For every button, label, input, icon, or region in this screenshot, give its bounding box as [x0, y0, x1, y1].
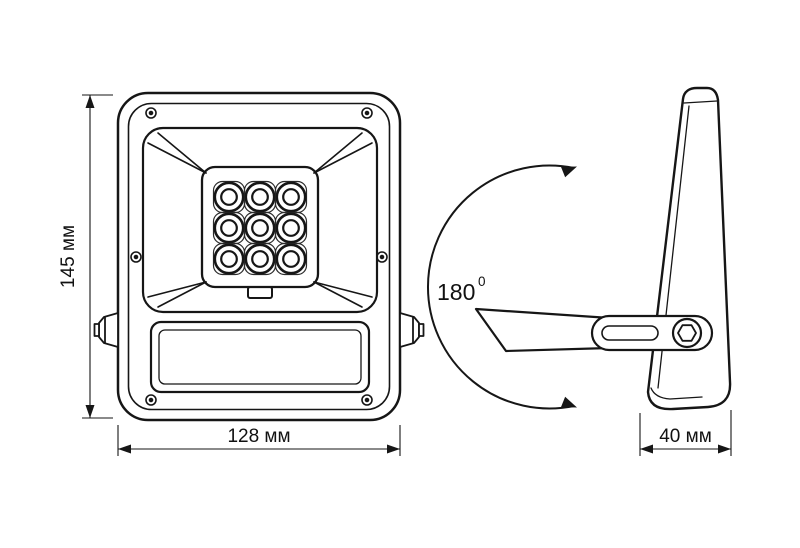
- arrowhead-up: [85, 95, 95, 108]
- pivot-bolt-hex-nut: [677, 324, 697, 342]
- screw: [361, 394, 373, 406]
- led: [212, 180, 246, 214]
- arrowhead-left: [118, 444, 131, 454]
- rotation-angle-superscript: 0: [478, 274, 486, 289]
- glass-frame: [141, 126, 379, 314]
- arc-arrowhead-bottom: [561, 396, 577, 408]
- led-grid: [212, 180, 308, 276]
- side-top-edge: [683, 100, 718, 104]
- front-inner-housing: [127, 102, 391, 411]
- arrowhead-right: [718, 444, 731, 454]
- led: [212, 242, 246, 276]
- front-view: [93, 91, 425, 422]
- screw: [145, 394, 157, 406]
- label-panel-outer: [149, 320, 371, 394]
- arrowhead-right: [387, 444, 400, 454]
- arc-path: [427, 164, 575, 410]
- arrowhead-down: [85, 405, 95, 418]
- width-dimension-label: 128 мм: [227, 426, 290, 447]
- led: [274, 211, 308, 245]
- depth-dimension: [639, 410, 732, 456]
- height-dimension: [82, 94, 113, 419]
- side-bottom-contour: [650, 387, 703, 400]
- led: [243, 242, 277, 276]
- rotation-angle-label: 180: [437, 279, 475, 305]
- left-pivot-knob: [93, 312, 119, 348]
- arrowhead-left: [640, 444, 653, 454]
- bracket-slot: [601, 325, 659, 341]
- side-body: [646, 86, 732, 411]
- screw: [361, 107, 373, 119]
- module-connector: [247, 286, 273, 299]
- arc-arrowhead-top: [561, 166, 577, 178]
- depth-dimension-label: 40 мм: [659, 426, 712, 447]
- rotation-arc: [427, 164, 577, 410]
- screw: [376, 251, 388, 263]
- screw: [130, 251, 142, 263]
- label-panel-inner: [158, 329, 362, 385]
- led: [243, 180, 277, 214]
- led: [274, 180, 308, 214]
- height-dimension-label: 145 мм: [58, 225, 79, 288]
- right-pivot-knob: [399, 312, 425, 348]
- led: [243, 211, 277, 245]
- screw: [145, 107, 157, 119]
- led: [274, 242, 308, 276]
- width-dimension: [117, 425, 401, 456]
- led: [212, 211, 246, 245]
- mounting-blade: [474, 307, 612, 353]
- front-outer-housing: [116, 91, 402, 422]
- side-view: [474, 86, 732, 411]
- reflector-facets: [147, 132, 373, 308]
